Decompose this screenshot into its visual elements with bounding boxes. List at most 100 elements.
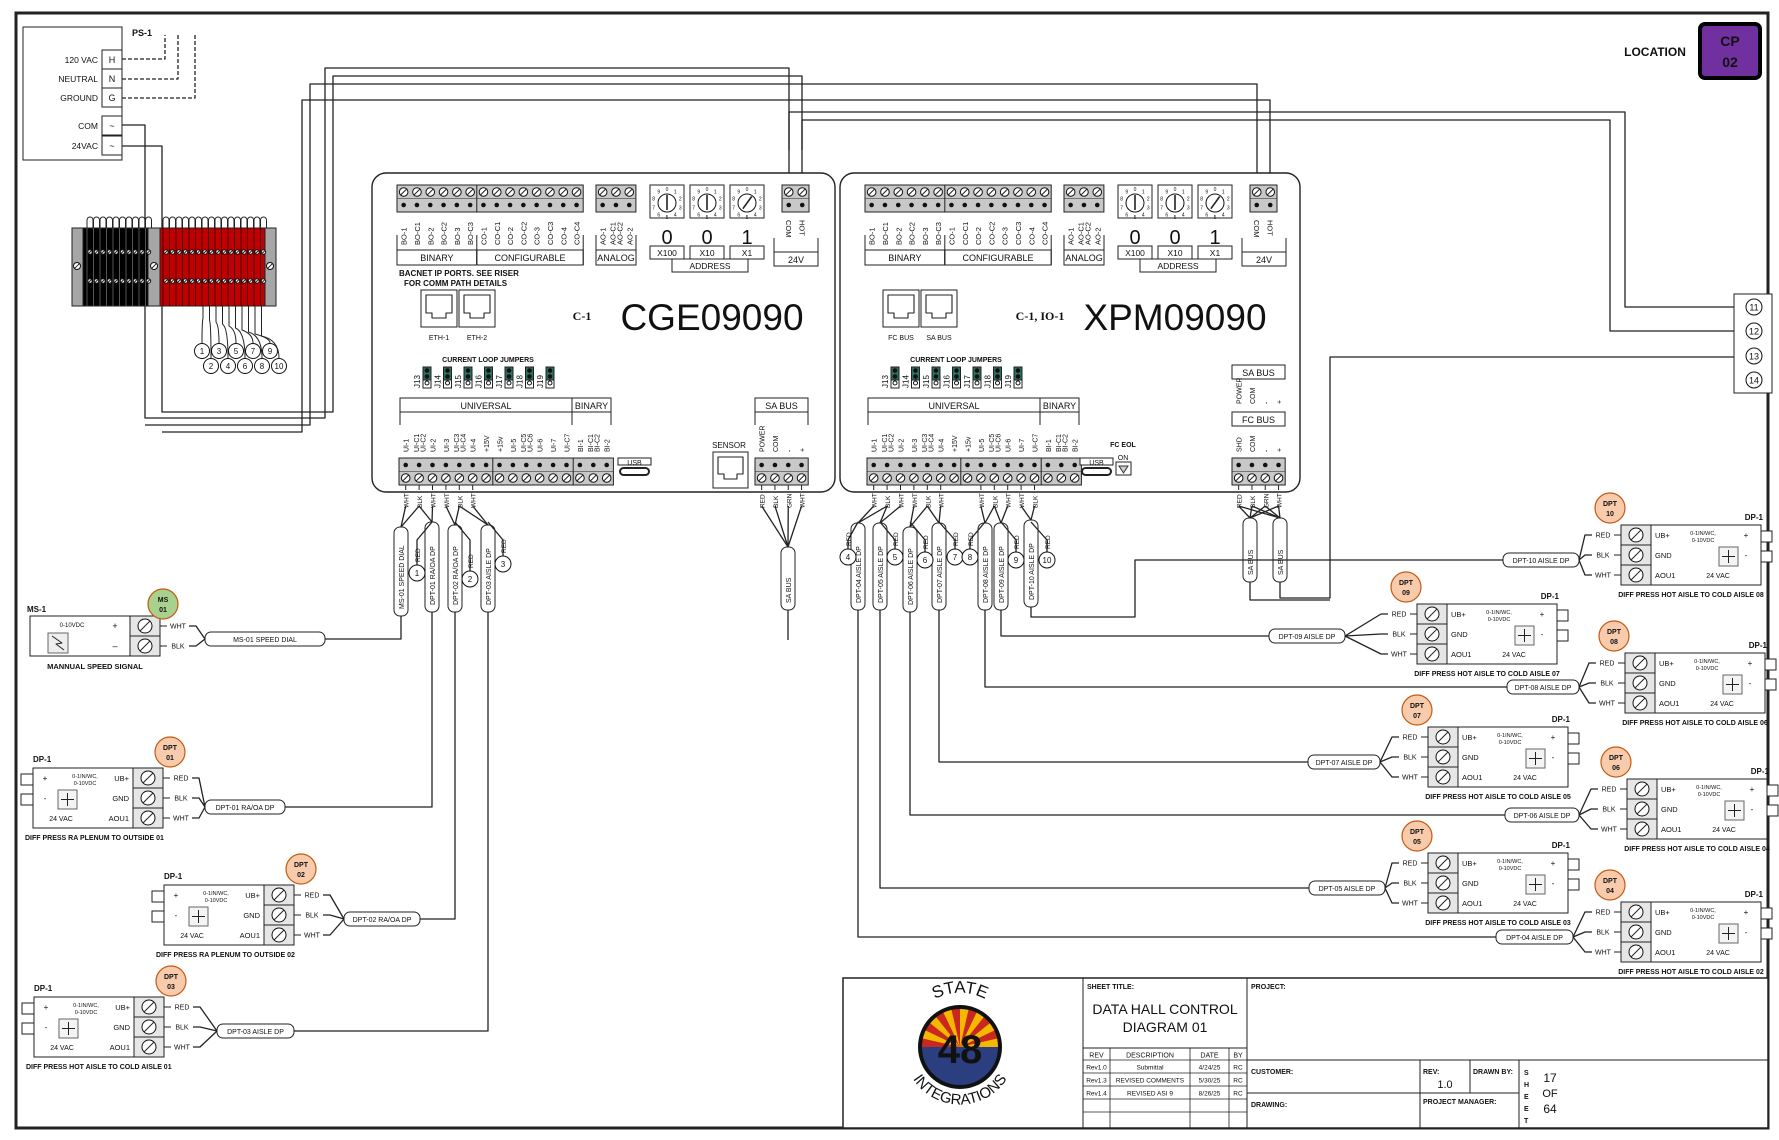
- pressure-sensor-icon: [188, 906, 209, 927]
- bus-label: COM: [773, 436, 780, 453]
- bus-label: COM: [1250, 436, 1257, 453]
- cable: DPT-07 AISLE DP: [931, 522, 947, 611]
- current-loop-jumper[interactable]: [525, 366, 534, 389]
- ethernet-port-icon: [712, 451, 749, 489]
- wire-label: RED: [923, 535, 930, 549]
- dial-digit: 4: [1142, 212, 1145, 218]
- pressure-sensor-icon: [1514, 625, 1535, 646]
- cable-label-tag: DPT-08 AISLE DP: [1506, 679, 1580, 695]
- terminal-label: UI-C4: [929, 434, 936, 452]
- bus-title: FC BUS: [1242, 415, 1275, 425]
- current-loop-jumper[interactable]: [952, 366, 961, 389]
- wire-label: RED: [1403, 861, 1418, 868]
- dial-digit: 5: [1174, 215, 1177, 221]
- wire-label: WHT: [1391, 652, 1408, 659]
- device-caption: DIFF PRESS RA PLENUM TO OUTSIDE 02: [156, 952, 295, 959]
- cable-label-tag: DPT-06 AISLE DP: [1504, 807, 1580, 823]
- cable-label-tag: DPT-05 AISLE DP: [1308, 880, 1386, 896]
- port-label: FC BUS: [888, 335, 914, 342]
- pressure-sensor-icon: [1718, 923, 1739, 944]
- port-label: -: [1745, 928, 1748, 937]
- wire-label: BLK: [1250, 495, 1257, 508]
- address-digit: 1: [1209, 227, 1220, 249]
- current-loop-jumper[interactable]: [504, 366, 514, 389]
- terminal-label: AOU1: [1462, 773, 1482, 782]
- wire-number: 8: [968, 553, 973, 562]
- port-label: +: [44, 1003, 49, 1012]
- wire-label: BLK: [1403, 755, 1417, 762]
- terminal-label: AO-C1: [1076, 222, 1085, 245]
- terminal-label: BO-C2: [908, 222, 917, 245]
- project-label: PROJECT:: [1251, 984, 1286, 991]
- badge-text: DPT: [1399, 580, 1414, 587]
- wire-label: WHT: [173, 816, 190, 823]
- address-digit: 0: [661, 227, 672, 249]
- device-tag: DP-1: [1745, 890, 1764, 899]
- wire-label: WHT: [1595, 950, 1612, 957]
- terminal-label: UI-5: [511, 439, 518, 452]
- terminal-label: UI-1: [404, 439, 411, 452]
- dial-digit: 8: [732, 197, 735, 203]
- dial-digit: 8: [692, 197, 695, 203]
- dial-digit: 9: [737, 190, 740, 196]
- terminal-label: UI-7: [1019, 439, 1026, 452]
- jumper-label: J13: [413, 375, 422, 388]
- dial-digit: 0: [1214, 187, 1217, 193]
- badge-text: DPT: [163, 745, 178, 752]
- fc-eol-switch[interactable]: [1115, 461, 1132, 476]
- jumper-label: J16: [943, 375, 952, 388]
- current-loop-jumper[interactable]: [422, 366, 432, 389]
- terminal-number: 12: [1749, 327, 1759, 337]
- terminal-label: GND: [1655, 928, 1672, 937]
- current-loop-jumper[interactable]: [972, 366, 982, 389]
- group-label: ANALOG: [1065, 253, 1103, 263]
- current-loop-jumper[interactable]: [890, 366, 900, 389]
- wire-label: WHT: [1402, 901, 1419, 908]
- wire-label: WHT: [939, 493, 946, 508]
- revision-header: REV: [1089, 1053, 1104, 1060]
- sensor-range: 0-10VDC: [75, 1010, 98, 1016]
- bus-label: -: [1263, 449, 1270, 452]
- current-loop-jumper[interactable]: [443, 366, 452, 389]
- group-label: BINARY: [420, 253, 453, 263]
- device-tag: DP-1: [1541, 592, 1560, 601]
- terminal-label: UI-2: [431, 439, 438, 452]
- manual-speed-signal-ms-1: MS-10-10VDC+–MANNUAL SPEED SIGNALMS01WHT…: [27, 588, 326, 671]
- terminal-label: UI-6: [1006, 439, 1013, 452]
- current-loop-jumper[interactable]: [931, 366, 941, 389]
- terminal-label: CO-C4: [573, 222, 582, 245]
- group-label: BINARY: [575, 401, 608, 411]
- signal-range: 0-10VDC: [60, 623, 85, 629]
- current-loop-jumper[interactable]: [484, 366, 493, 389]
- ps-terminal-label: GROUND: [60, 93, 98, 103]
- usb-port[interactable]: USB: [1079, 457, 1114, 476]
- sensor-range: 0-1IN/WC,: [1694, 659, 1720, 665]
- current-loop-jumper[interactable]: [911, 366, 920, 389]
- current-loop-jumper[interactable]: [463, 366, 473, 389]
- current-loop-jumper[interactable]: [1013, 366, 1023, 389]
- port-note: BACNET IP PORTS. SEE RISER: [399, 269, 519, 278]
- fc-eol-state: ON: [1118, 455, 1129, 462]
- current-loop-jumper[interactable]: [993, 366, 1002, 389]
- address-digit: 1: [741, 227, 752, 249]
- dial-digit: 4: [714, 212, 717, 218]
- ps-pin: G: [108, 93, 115, 103]
- usb-port[interactable]: USB: [617, 457, 652, 476]
- group-label: CONFIGURABLE: [494, 253, 565, 263]
- dial-digit: 0: [1134, 187, 1137, 193]
- drawn-by-label: DRAWN BY:: [1473, 1069, 1513, 1076]
- cable: DPT-01 RA/OA DP: [424, 521, 440, 613]
- terminal-label: UI-C6: [996, 434, 1003, 452]
- current-loop-jumper[interactable]: [545, 366, 555, 389]
- dial-pointer-icon: [1210, 196, 1221, 210]
